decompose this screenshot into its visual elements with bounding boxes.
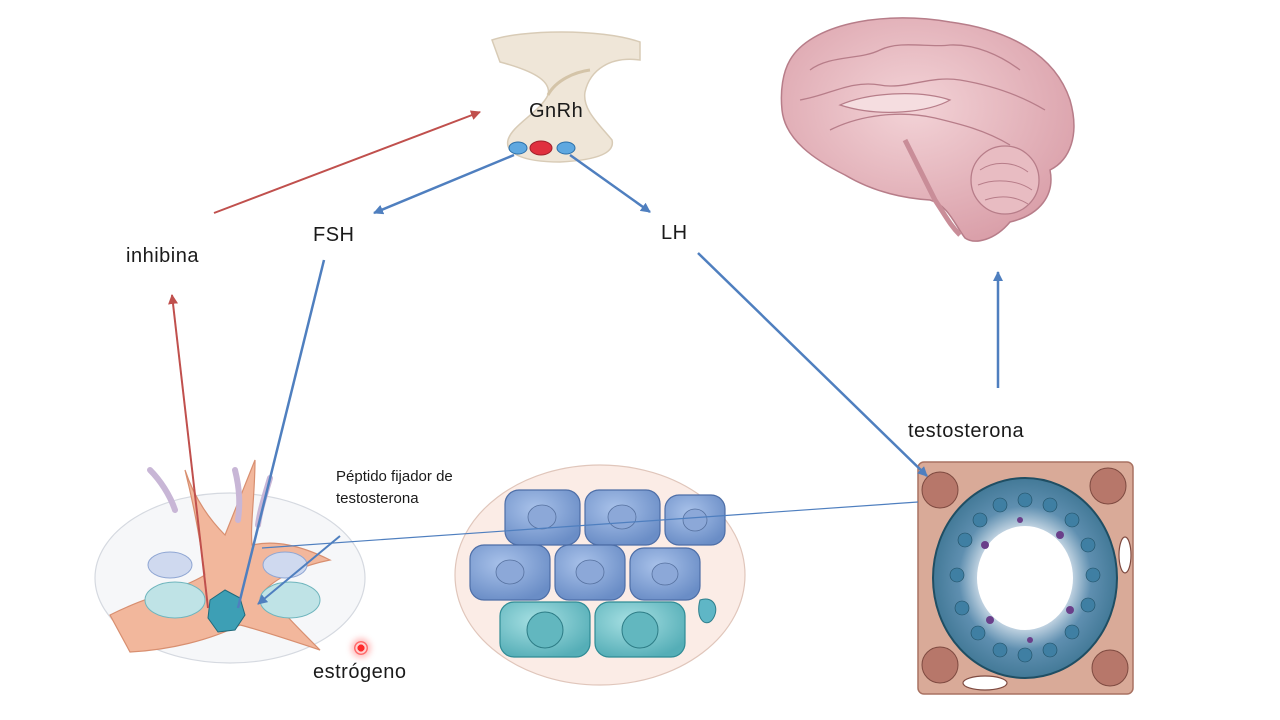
connector-tubule-to-sertoli	[261, 501, 919, 549]
label-peptido-fijador: Péptido fijador de testosterona	[336, 466, 516, 510]
seminiferous-tubule-illustration	[917, 461, 1134, 695]
cursor-indicator-icon	[354, 641, 368, 655]
label-lh: LH	[661, 222, 688, 244]
label-inhibina: inhibina	[126, 245, 199, 267]
label-testosterona: testosterona	[908, 420, 1025, 442]
arrow-gnrh-to-fsh	[373, 153, 515, 215]
stimulation-arrows	[236, 153, 1003, 609]
brain-illustration	[780, 17, 1075, 242]
label-estrogeno: estrógeno	[313, 661, 407, 683]
arrow-peptido-to-sertoli	[257, 535, 341, 605]
arrow-fsh-to-sertoli	[236, 259, 326, 609]
germ-cells-illustration	[454, 464, 746, 686]
label-peptido-line1: Péptido fijador de	[336, 468, 453, 485]
label-gnrh: GnRh	[529, 100, 584, 122]
label-fsh: FSH	[313, 224, 355, 246]
sertoli-cell-illustration	[94, 459, 366, 664]
arrow-inhibina-to-gnrh	[213, 110, 481, 214]
arrow-gnrh-to-lh	[569, 153, 651, 214]
arrow-sertoli-to-inhibina	[168, 294, 209, 609]
inhibition-arrows	[168, 110, 481, 609]
arrow-lh-to-tubule	[697, 252, 928, 477]
pituitary-illustration	[491, 31, 641, 163]
label-peptido-line2: testosterona	[336, 490, 419, 507]
